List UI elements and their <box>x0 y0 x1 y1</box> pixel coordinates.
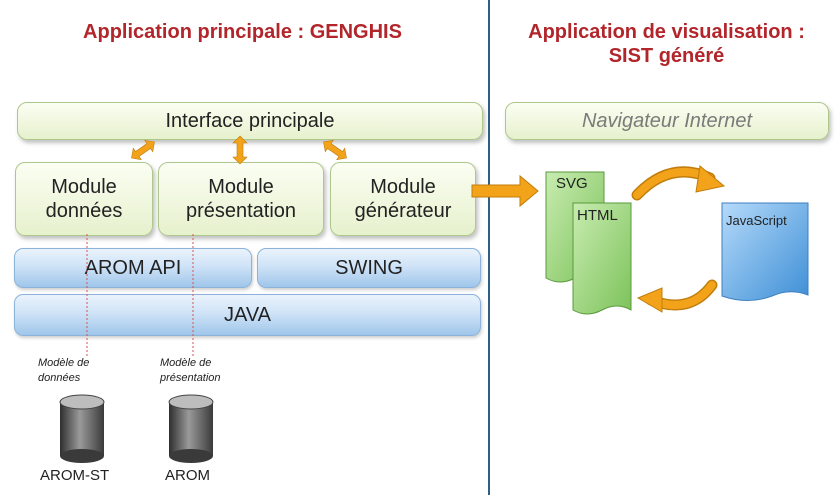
interface-principale-box: Interface principale <box>17 102 483 140</box>
module-generateur-line2: générateur <box>354 200 452 222</box>
java-label: JAVA <box>223 303 272 326</box>
db-arom-label: AROM <box>165 467 210 484</box>
module-presentation-line1: Module <box>208 176 274 198</box>
java-box: JAVA <box>14 294 481 336</box>
right-title-line2: SIST généré <box>608 45 725 67</box>
generator-output-arrow-icon <box>471 174 539 208</box>
model-data-label: Modèle de données <box>38 356 118 386</box>
double-arrow-center-icon <box>232 135 248 165</box>
database-arom-st-icon <box>59 394 105 463</box>
navigateur-label: Navigateur Internet <box>581 110 753 132</box>
double-arrow-left-icon <box>131 139 155 161</box>
database-arom-icon <box>168 394 214 463</box>
db-arom-st-label: AROM-ST <box>40 467 110 484</box>
arom-api-label: AROM API <box>84 256 182 279</box>
javascript-doc-label: JavaScript <box>726 213 787 228</box>
model-presentation-line2: présentation <box>160 372 221 384</box>
module-presentation-box: Module présentation <box>158 162 324 236</box>
module-donnees-line2: données <box>45 200 123 222</box>
svg-doc-label: SVG <box>556 175 588 192</box>
model-presentation-line1: Modèle de <box>160 357 212 369</box>
interface-principale-label: Interface principale <box>165 110 335 132</box>
right-title: Application de visualisation : SIST géné… <box>495 20 838 68</box>
model-data-line1: Modèle de <box>38 357 90 369</box>
model-presentation-label: Modèle de présentation <box>160 356 250 386</box>
left-title: Application principale : GENGHIS <box>83 21 402 43</box>
model-data-line2: données <box>38 372 81 384</box>
module-donnees-line1: Module <box>51 176 117 198</box>
module-donnees-box: Module données <box>15 162 153 236</box>
swing-box: SWING <box>257 248 481 288</box>
vertical-divider <box>488 0 490 495</box>
arom-api-box: AROM API <box>14 248 252 288</box>
html-doc-label: HTML <box>577 207 618 224</box>
module-generateur-box: Module générateur <box>330 162 476 236</box>
cycle-arrow-top-icon <box>631 165 726 201</box>
navigateur-box: Navigateur Internet <box>505 102 829 140</box>
module-presentation-line2: présentation <box>185 200 297 222</box>
module-generateur-line1: Module <box>370 176 436 198</box>
double-arrow-right-icon <box>323 139 347 161</box>
cycle-arrow-bottom-icon <box>636 279 718 313</box>
right-title-line1: Application de visualisation : <box>528 21 805 43</box>
swing-label: SWING <box>335 256 403 279</box>
